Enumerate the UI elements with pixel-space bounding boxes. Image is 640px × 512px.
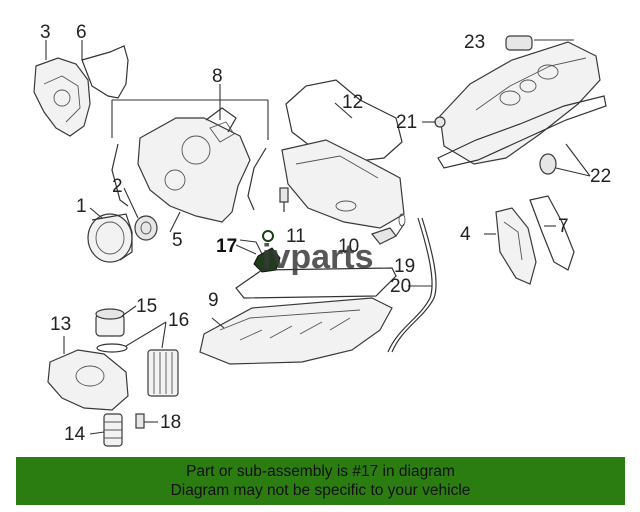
callout-12: 12 <box>342 92 363 113</box>
part-15-filter-cap <box>95 308 125 337</box>
callout-20: 20 <box>390 276 411 297</box>
callout-16: 16 <box>168 310 189 331</box>
banner-line-1: Part or sub-assembly is #17 in diagram <box>186 463 455 480</box>
watermark-logo: ivparts <box>262 238 374 276</box>
part-2-seal <box>134 215 158 241</box>
callout-1: 1 <box>76 196 87 217</box>
part-23-valve-cover <box>439 35 601 165</box>
part-3-timing-cover <box>33 57 91 137</box>
part-9-oil-pan <box>199 297 393 365</box>
callout-17: 17 <box>216 236 237 257</box>
part-pan-gasket <box>235 267 397 299</box>
part-22-gasket <box>437 95 607 175</box>
part-21-grommet <box>434 116 446 128</box>
part-4-bracket <box>495 207 537 285</box>
callout-4: 4 <box>460 224 471 245</box>
parts-diagram: 3 6 8 1 2 5 12 11 10 17 19 20 9 21 23 22… <box>33 22 611 447</box>
callout-labels: 3 6 8 1 2 5 12 11 10 17 19 20 9 21 23 22… <box>40 22 611 445</box>
info-banner: Part or sub-assembly is #17 in diagram D… <box>16 457 625 505</box>
callout-3: 3 <box>40 22 51 43</box>
part-1-damper <box>87 213 133 263</box>
part-20-dipstick <box>387 217 437 353</box>
banner-line-2: Diagram may not be specific to your vehi… <box>170 482 471 499</box>
part-10-bolt <box>279 187 289 212</box>
part-16-oring <box>96 343 128 353</box>
part-6-gasket <box>81 45 129 99</box>
callout-23: 23 <box>464 32 485 53</box>
callout-5: 5 <box>172 230 183 251</box>
part-18-fitting <box>135 413 145 429</box>
callout-15: 15 <box>136 296 157 317</box>
callout-8: 8 <box>212 66 223 87</box>
part-8-front-cover <box>111 107 267 223</box>
callout-13: 13 <box>50 314 71 335</box>
callout-22: 22 <box>590 166 611 187</box>
part-13-filter-housing <box>47 349 129 411</box>
callout-10: 10 <box>338 236 359 257</box>
callout-7: 7 <box>558 216 569 237</box>
part-14-seal <box>103 413 123 447</box>
callout-11: 11 <box>286 226 306 247</box>
callout-14: 14 <box>64 424 86 445</box>
callout-2: 2 <box>112 176 123 197</box>
callout-21: 21 <box>396 112 417 133</box>
part-7-gasket <box>529 195 575 271</box>
leader-lines <box>45 39 591 435</box>
callout-9: 9 <box>208 290 219 311</box>
part-16-filter-element <box>147 349 179 397</box>
callout-18: 18 <box>160 412 181 433</box>
callout-19: 19 <box>394 256 415 277</box>
callout-6: 6 <box>76 22 87 43</box>
part-12-upper-pan <box>281 79 405 229</box>
